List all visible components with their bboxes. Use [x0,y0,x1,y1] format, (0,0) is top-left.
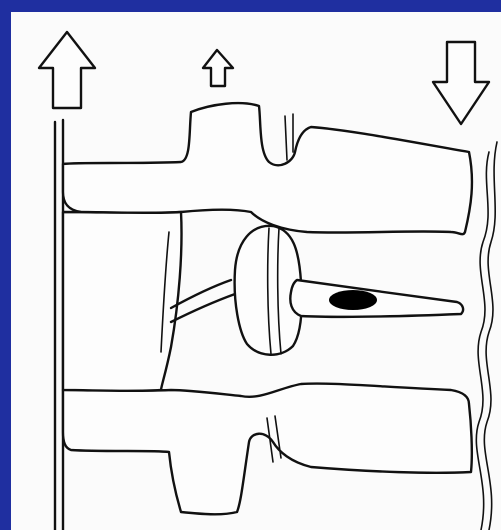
large-down-arrow [431,40,491,126]
upper-vertebra [61,101,474,236]
interspinous-ligament-lower [169,292,237,324]
diagram-panel [11,12,501,530]
interspinous-ligament-upper [169,278,233,310]
large-up-arrow [37,30,97,110]
posterior-ligament-1 [475,151,490,530]
facet-joint-line-1 [266,227,272,355]
small-up-arrow [201,48,235,88]
lower-vertebra [61,382,474,516]
posterior-lamina [61,210,183,393]
posterior-ligament-2 [483,141,498,530]
lamina-facet-line [160,231,170,353]
spine-segment-diagram [37,30,498,530]
nucleus-pulposus [329,290,377,310]
lower-notch-line-1 [266,417,274,463]
upper-notch-line-1 [284,115,288,161]
facet-joint-line-2 [276,227,282,355]
lower-notch-line-2 [274,415,282,459]
